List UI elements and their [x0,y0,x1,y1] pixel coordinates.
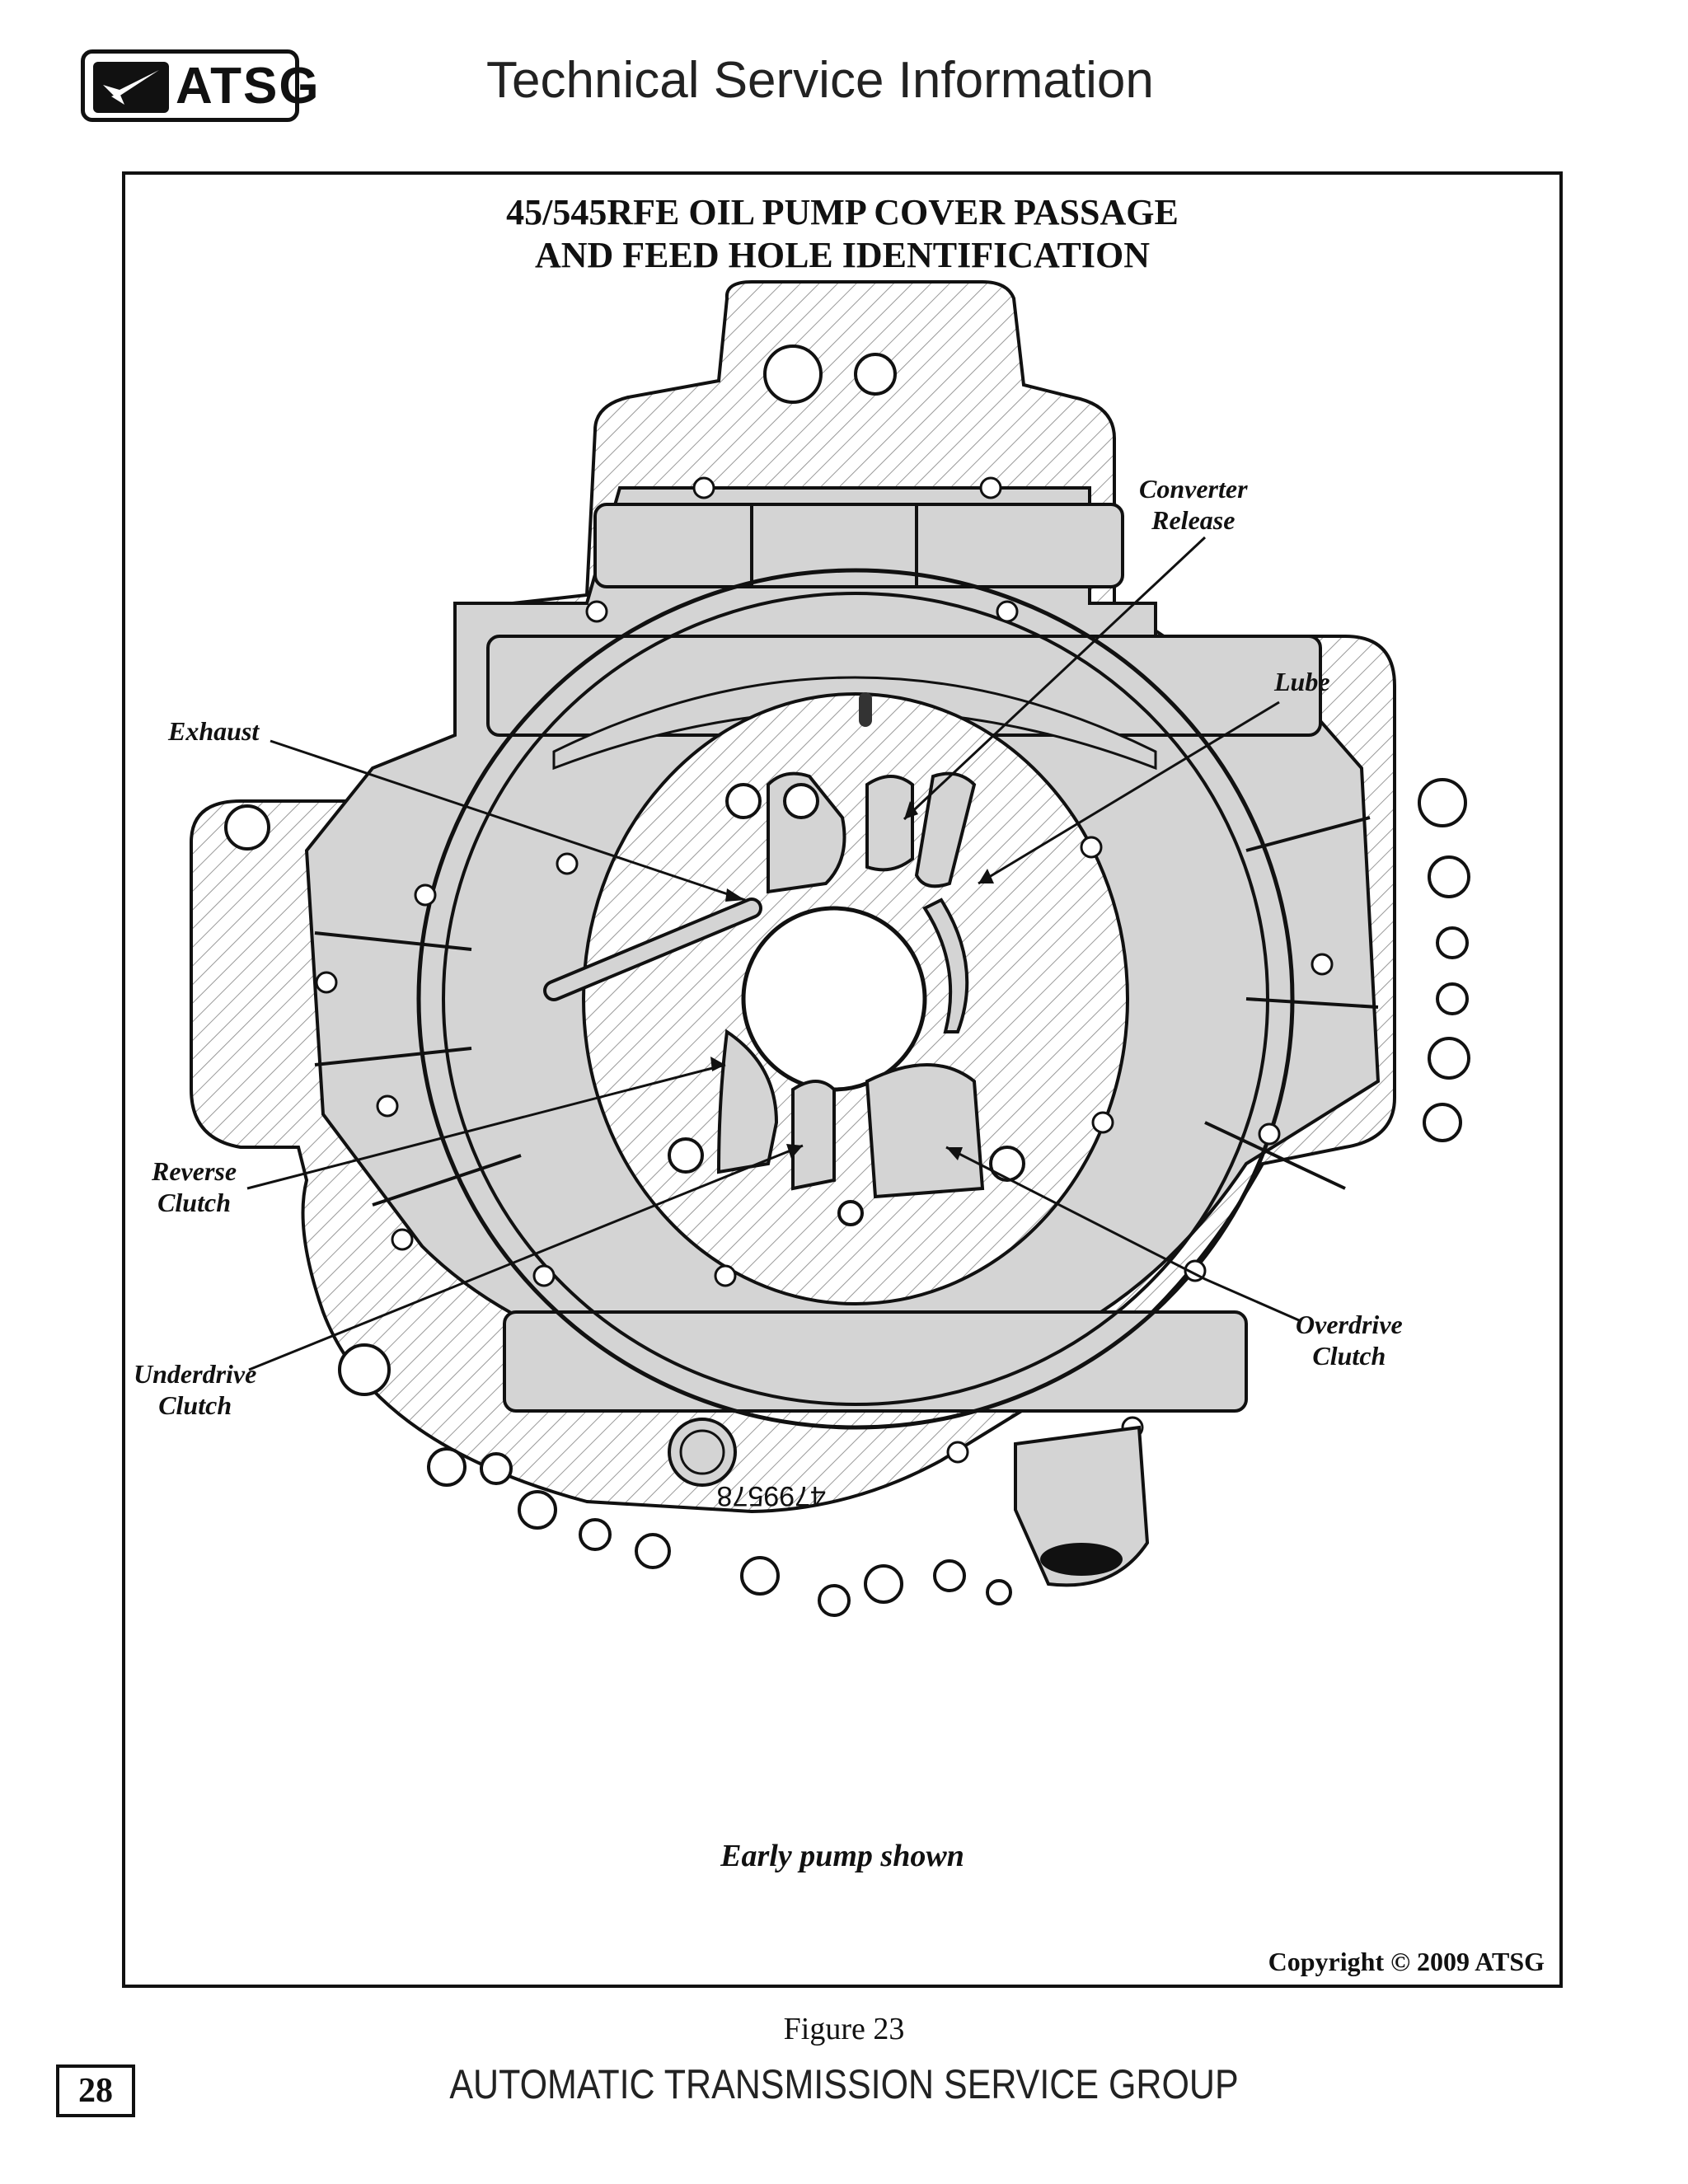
callout-reverse-clutch: Reverse Clutch [152,1155,237,1218]
figure-title-line2: AND FEED HOLE IDENTIFICATION [534,235,1151,275]
footer-organization: AUTOMATIC TRANSMISSION SERVICE GROUP [449,2061,1239,2107]
upper-feed-passages [767,771,977,1033]
callout-arrowheads [710,801,994,1160]
callout-underdrive-clutch-line2: Clutch [158,1390,232,1420]
callout-reverse-clutch-line1: Reverse [152,1156,237,1186]
atsg-logo-emblem-icon [93,62,169,113]
small-fastener-holes [315,476,1334,1464]
casting-ribs [314,504,1379,1207]
callout-underdrive-clutch: Underdrive Clutch [134,1358,256,1421]
callout-leaders [246,536,1300,1371]
figure-title-line1: 45/545RFE OIL PUMP COVER PASSAGE [506,192,1179,232]
oil-pump-cover-diagram: 4799578 [190,280,1470,1617]
atsg-logo: ATSG [81,49,319,122]
copyright-notice: Copyright © 2009 ATSG [1268,1947,1545,1976]
callout-overdrive-clutch-line2: Clutch [1312,1341,1386,1371]
part-number: 4799578 [717,1480,826,1511]
callout-converter-release-line2: Release [1151,505,1236,535]
small-slot [859,692,872,727]
logo-text: ATSG [176,58,321,115]
pump-bore [741,906,927,1092]
callout-lube: Lube [1274,667,1330,696]
figure-label: Figure 23 [783,2012,905,2046]
callout-overdrive-clutch: Overdrive Clutch [1296,1309,1403,1371]
callout-converter-release: Converter Release [1139,473,1248,536]
figure-caption: Early pump shown [720,1839,964,1873]
page-header-title: Technical Service Information [486,52,1154,109]
callout-converter-release-line1: Converter [1139,474,1248,504]
bolt-holes [224,344,1470,1617]
callout-reverse-clutch-line2: Clutch [157,1188,231,1217]
lower-feed-passages [716,1029,985,1199]
pump-ring [416,568,1295,1430]
callout-underdrive-clutch-line1: Underdrive [134,1359,257,1389]
page-number: 28 [56,2064,135,2117]
callout-exhaust: Exhaust [168,716,260,746]
callout-overdrive-clutch-line1: Overdrive [1296,1310,1403,1339]
figure-frame: 45/545RFE OIL PUMP COVER PASSAGE AND FEE… [122,171,1563,1988]
filter-boss [668,1418,1150,1587]
